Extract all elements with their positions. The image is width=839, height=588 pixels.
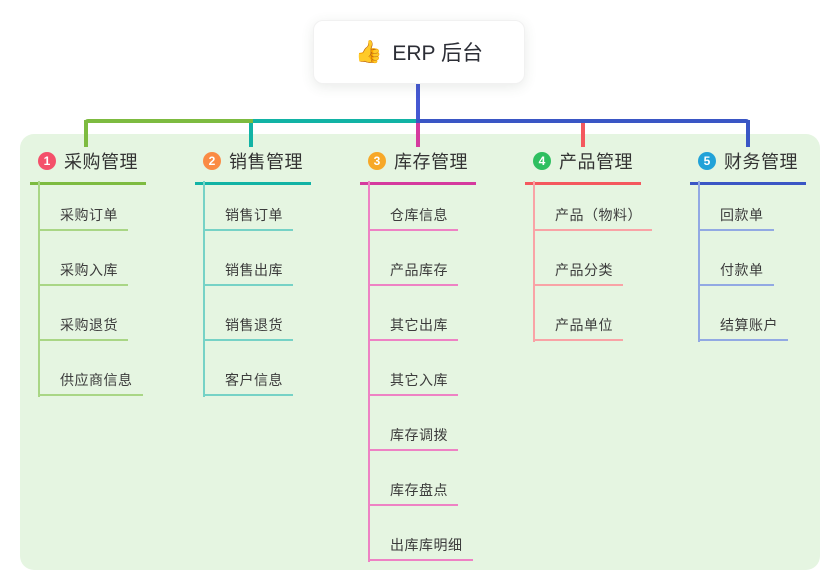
- branch-number-badge: 1: [38, 152, 56, 170]
- child-node[interactable]: 销售订单: [203, 206, 293, 231]
- thumbs-up-icon: 👍: [354, 39, 383, 64]
- branch-header[interactable]: 5 财务管理: [690, 148, 806, 185]
- branch-label: 采购管理: [64, 152, 138, 172]
- branch-trunk-line: [698, 181, 700, 342]
- child-node[interactable]: 出库库明细: [368, 536, 473, 561]
- connector-drop-branch1: [84, 120, 88, 147]
- child-node[interactable]: 结算账户: [698, 316, 788, 341]
- root-connector-line: [416, 82, 420, 123]
- child-node[interactable]: 采购订单: [38, 206, 128, 231]
- child-node[interactable]: 库存调拨: [368, 426, 458, 451]
- child-node[interactable]: 销售出库: [203, 261, 293, 286]
- branch-header[interactable]: 3 库存管理: [360, 148, 476, 185]
- branch-number-badge: 5: [698, 152, 716, 170]
- branch-label: 销售管理: [229, 152, 303, 172]
- child-node[interactable]: 产品库存: [368, 261, 458, 286]
- connector-horizontal-branch1: [84, 119, 253, 123]
- child-node[interactable]: 库存盘点: [368, 481, 458, 506]
- connector-drop-branch5: [746, 120, 750, 147]
- child-node[interactable]: 其它出库: [368, 316, 458, 341]
- child-node[interactable]: 供应商信息: [38, 371, 143, 396]
- root-title: ERP 后台: [392, 42, 484, 65]
- branch-label: 财务管理: [724, 152, 798, 172]
- child-node[interactable]: 采购退货: [38, 316, 128, 341]
- child-node[interactable]: 回款单: [698, 206, 774, 231]
- branch-label: 产品管理: [559, 152, 633, 172]
- connector-horizontal-branch2: [253, 119, 416, 123]
- child-node[interactable]: 客户信息: [203, 371, 293, 396]
- branch-trunk-line: [203, 181, 205, 397]
- connector-horizontal-branch5: [416, 119, 750, 123]
- connector-drop-branch4: [581, 123, 585, 147]
- branch-number-badge: 4: [533, 152, 551, 170]
- child-node[interactable]: 产品（物料）: [533, 206, 652, 231]
- child-node[interactable]: 付款单: [698, 261, 774, 286]
- branch-trunk-line: [38, 181, 40, 397]
- child-node[interactable]: 产品分类: [533, 261, 623, 286]
- branch-number-badge: 2: [203, 152, 221, 170]
- connector-drop-branch3: [416, 123, 420, 147]
- branch-header[interactable]: 4 产品管理: [525, 148, 641, 185]
- child-node[interactable]: 采购入库: [38, 261, 128, 286]
- branch-header[interactable]: 1 采购管理: [30, 148, 146, 185]
- branch-trunk-line: [533, 181, 535, 342]
- branches-background-panel: [20, 134, 820, 570]
- child-node[interactable]: 销售退货: [203, 316, 293, 341]
- child-node[interactable]: 仓库信息: [368, 206, 458, 231]
- branch-number-badge: 3: [368, 152, 386, 170]
- branch-trunk-line: [368, 181, 370, 562]
- branch-header[interactable]: 2 销售管理: [195, 148, 311, 185]
- connector-drop-branch2: [249, 123, 253, 147]
- branch-label: 库存管理: [394, 152, 468, 172]
- child-node[interactable]: 其它入库: [368, 371, 458, 396]
- child-node[interactable]: 产品单位: [533, 316, 623, 341]
- root-node[interactable]: 👍 ERP 后台: [313, 20, 525, 84]
